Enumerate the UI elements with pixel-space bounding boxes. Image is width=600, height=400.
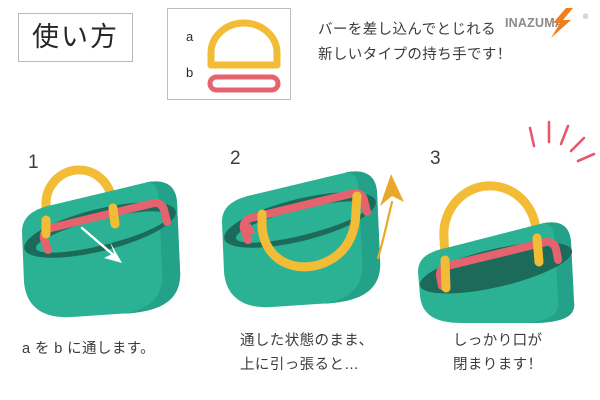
- brand-name: INAZUMA: [505, 16, 565, 30]
- tagline-line-2: 新しいタイプの持ち手です！: [318, 47, 512, 64]
- step-2-illustration: [222, 171, 404, 308]
- handle-arch: [41, 165, 119, 235]
- insert-bar-tip: [240, 223, 256, 244]
- bar-icon: [207, 74, 281, 93]
- registered-mark: ®: [583, 14, 589, 21]
- step-2-number: 2: [230, 148, 241, 169]
- legend-illustration: [207, 19, 281, 93]
- brand-logo: INAZUMA ®: [505, 8, 593, 38]
- step-1-number: 1: [28, 152, 39, 173]
- legend-label-b: b: [186, 65, 194, 80]
- step-1-illustration: [22, 165, 181, 318]
- handle-flipped-down: [257, 191, 362, 272]
- pull-up-arrow-icon: [376, 174, 404, 260]
- handle-arch: [439, 181, 543, 285]
- handle-front-leg: [41, 203, 120, 239]
- page-title-box: 使い方: [18, 13, 133, 62]
- page-title: 使い方: [32, 22, 119, 52]
- step-3-caption: しっかり口が 閉まります！: [453, 333, 543, 373]
- legend-label-a: a: [186, 29, 194, 44]
- lightning-bolt-icon: [551, 8, 573, 38]
- step-3: 3: [404, 110, 600, 325]
- d-ring-handle-icon: [207, 19, 281, 69]
- tagline-line-1: バーを差し込んでとじれる: [318, 22, 497, 38]
- bag-opening: [24, 202, 176, 258]
- insert-bar: [435, 237, 562, 290]
- handle-front-legs: [440, 233, 544, 293]
- sparkle-lines-icon: [528, 120, 596, 163]
- step-1-caption: a を b に通します。: [22, 341, 156, 357]
- legend-box: a b: [167, 8, 291, 100]
- step-3-illustration: [418, 120, 596, 323]
- tagline: バーを差し込んでとじれる 新しいタイプの持ち手です！: [318, 18, 512, 69]
- step-2: 2: [206, 110, 406, 325]
- direction-arrow-icon: [80, 226, 122, 263]
- step-3-number: 3: [430, 148, 441, 169]
- step-1: 1: [4, 110, 204, 325]
- step-2-caption: 通した状態のまま、 上に引っ張ると…: [240, 333, 374, 373]
